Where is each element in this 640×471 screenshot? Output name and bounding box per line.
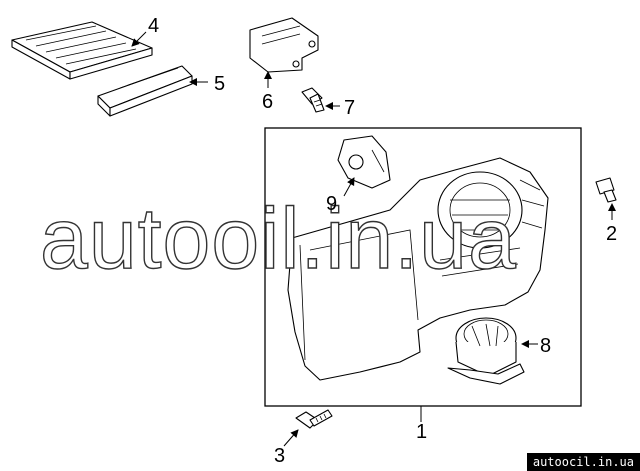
callout-8: 8 [540, 335, 551, 357]
cabin-filter [11, 21, 153, 80]
watermark: autooil.in.ua [40, 191, 517, 287]
footer-badge: autoocil.in.ua [526, 453, 640, 471]
callout-1: 1 [416, 421, 427, 443]
control-module [249, 17, 319, 73]
callout-7: 7 [344, 97, 355, 119]
callout-4: 4 [148, 15, 159, 37]
callout-2: 2 [606, 223, 617, 245]
callout-6: 6 [262, 91, 273, 113]
servo-motor [337, 135, 391, 189]
blower-housing [287, 157, 549, 381]
callout-3: 3 [274, 445, 285, 467]
leader-lines [131, 31, 616, 447]
blower-motor [447, 317, 525, 385]
callout-5: 5 [214, 73, 225, 95]
screw-part-2 [595, 177, 617, 203]
callout-9: 9 [326, 193, 337, 215]
assembly-frame [264, 127, 582, 407]
filter-cover [97, 65, 193, 117]
bolt-part-3 [295, 409, 333, 429]
screw-part-7 [301, 87, 325, 113]
